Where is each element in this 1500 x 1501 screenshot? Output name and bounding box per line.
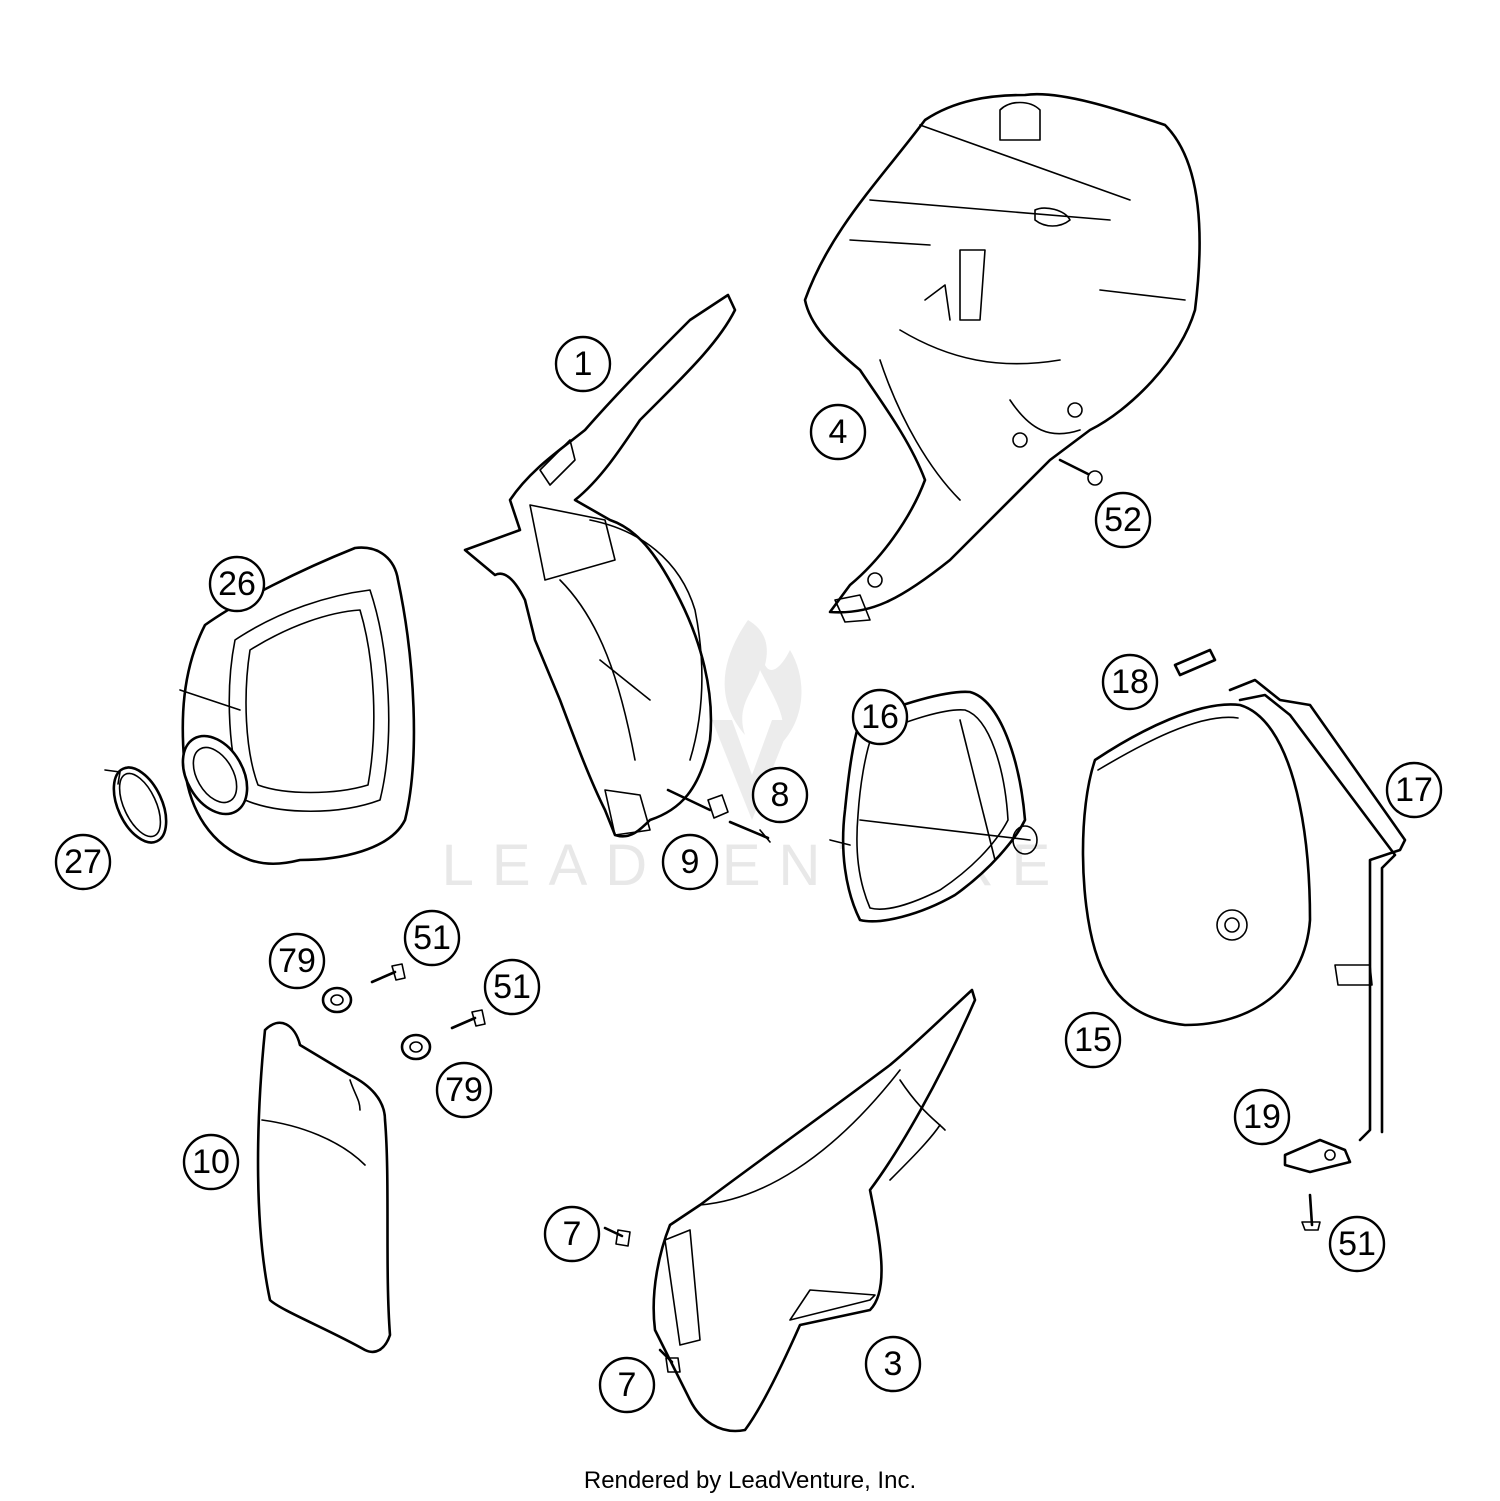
callout-79-upper: 79: [268, 932, 326, 990]
svg-text:7: 7: [618, 1366, 637, 1404]
part-3-side-cover: [652, 988, 977, 1433]
watermark-flame-icon: [724, 620, 802, 745]
svg-text:79: 79: [445, 1071, 483, 1109]
part-15-air-filter: [1081, 703, 1312, 1027]
svg-text:79: 79: [278, 942, 316, 980]
callout-26: 26: [208, 555, 266, 613]
callout-18: 18: [1101, 653, 1159, 711]
svg-text:16: 16: [861, 698, 899, 736]
svg-text:17: 17: [1395, 771, 1433, 809]
part-51-bolt-lower: [1301, 1193, 1321, 1231]
part-26-intake-boot: [179, 546, 416, 866]
part-51-bolt-middle: [450, 1009, 486, 1030]
svg-text:27: 27: [64, 843, 102, 881]
svg-text:3: 3: [884, 1345, 903, 1383]
callout-10: 10: [182, 1133, 240, 1191]
part-52-screw: [1058, 458, 1103, 486]
svg-text:15: 15: [1074, 1021, 1112, 1059]
part-10-side-panel: [256, 1021, 392, 1354]
part-7-fastener-lower: [658, 1348, 681, 1373]
svg-text:4: 4: [829, 413, 848, 451]
callout-52: 52: [1094, 491, 1152, 549]
footer-credit: Rendered by LeadVenture, Inc.: [584, 1467, 916, 1494]
callout-17: 17: [1385, 761, 1443, 819]
callout-27: 27: [54, 833, 112, 891]
part-7-fastener-upper: [603, 1226, 631, 1247]
callout-7-upper: 7: [543, 1205, 601, 1263]
part-8-pin: [728, 820, 771, 843]
part-4-airbox-housing: [803, 92, 1201, 623]
part-19-bracket: [1283, 1138, 1352, 1174]
part-1-filter-box: [463, 293, 737, 838]
part-27-hose-clamp: [104, 766, 168, 844]
svg-text:18: 18: [1111, 663, 1149, 701]
svg-text:8: 8: [771, 776, 790, 814]
callout-15: 15: [1064, 1011, 1122, 1069]
callout-79-lower: 79: [435, 1061, 493, 1119]
svg-text:51: 51: [1338, 1225, 1376, 1263]
part-79-grommet-lower: [400, 1033, 432, 1061]
part-79-grommet-upper: [321, 986, 353, 1014]
svg-text:19: 19: [1243, 1098, 1281, 1136]
callout-51-middle: 51: [483, 958, 541, 1016]
part-9-clip: [666, 788, 729, 819]
part-18-pin: [1173, 648, 1217, 677]
watermark-v-icon: [712, 720, 792, 820]
part-16-filter-cage: [829, 690, 1038, 923]
callout-4: 4: [809, 403, 867, 461]
svg-text:26: 26: [218, 565, 256, 603]
callout-7-lower: 7: [598, 1356, 656, 1414]
svg-text:10: 10: [192, 1143, 230, 1181]
svg-text:1: 1: [574, 345, 593, 383]
callout-51-lower: 51: [1328, 1215, 1386, 1273]
svg-text:52: 52: [1104, 501, 1142, 539]
part-51-bolt-upper: [370, 963, 406, 984]
svg-text:9: 9: [681, 843, 700, 881]
svg-text:7: 7: [563, 1215, 582, 1253]
callout-19: 19: [1233, 1088, 1291, 1146]
callout-8: 8: [751, 766, 809, 824]
callout-9: 9: [661, 833, 719, 891]
part-17-retainer-wire: [1228, 678, 1407, 1142]
svg-text:51: 51: [493, 968, 531, 1006]
callout-1: 1: [554, 335, 612, 393]
callout-51-upper: 51: [403, 909, 461, 967]
svg-text:51: 51: [413, 919, 451, 957]
callout-16: 16: [851, 688, 909, 746]
callout-3: 3: [864, 1335, 922, 1393]
